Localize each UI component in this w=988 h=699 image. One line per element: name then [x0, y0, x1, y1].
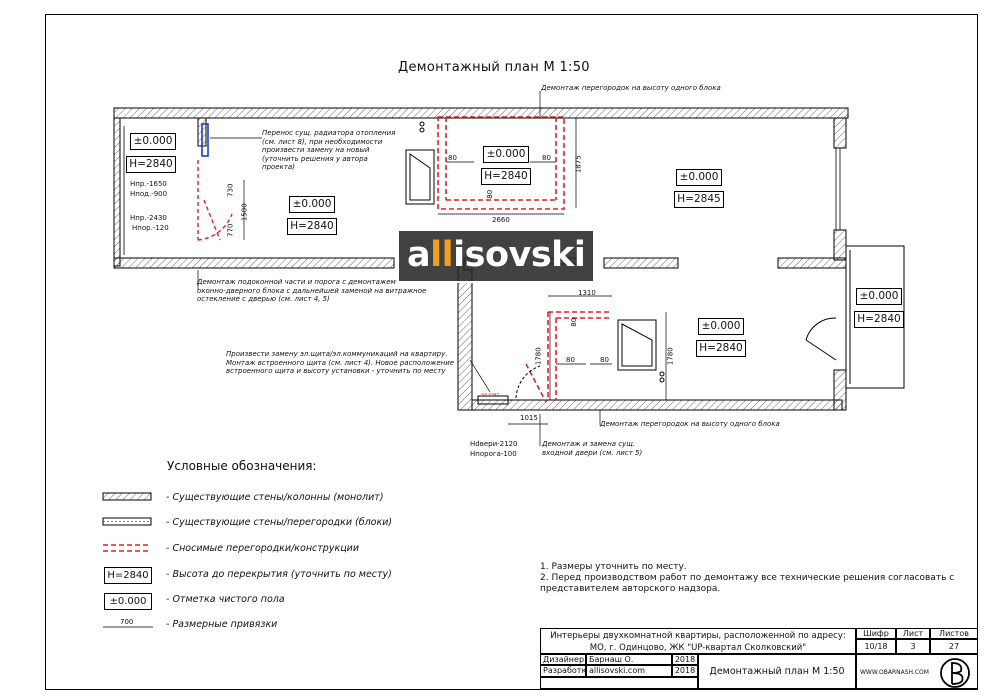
dimension-label: 80: [486, 189, 495, 199]
watermark-logo: allisovski: [397, 229, 595, 283]
legend-height-sample: H=2840: [104, 567, 152, 584]
window-mark: Нпр.-2430: [130, 214, 167, 222]
tb-empty-row: [540, 677, 698, 689]
sheet-label: Лист: [896, 628, 930, 639]
brand-cell: WWW.OBARNASH.COM: [856, 654, 978, 689]
demolish-sill: [197, 160, 233, 241]
demolish-partition-bottom: [525, 311, 612, 403]
dimension-label: 1310: [578, 289, 596, 297]
dev-year: 2018: [672, 665, 698, 677]
dimension-label: 1780: [534, 347, 543, 366]
height-badge: H=2840: [287, 218, 337, 235]
dev-name: allisovski.com: [586, 665, 672, 677]
dimension-label: 770: [226, 223, 235, 237]
legend-item: - Размерные привязки: [166, 619, 278, 630]
legend-item: - Существующие стены/колонны (монолит): [166, 492, 384, 503]
designer-label: Дизайнер: [540, 654, 586, 665]
level-badge: ±0.000: [130, 133, 176, 150]
sill-note: Демонтаж подоконной части и порога с дем…: [197, 278, 427, 303]
legend-dim-sample: 700: [120, 618, 134, 626]
legend-swatches: [102, 492, 153, 628]
level-badge: ±0.000: [676, 169, 722, 186]
level-badge: ±0.000: [289, 196, 335, 213]
shield-tag: эл.щит: [481, 392, 500, 398]
dimension-label: 80: [542, 154, 551, 162]
designer-year: 2018: [672, 654, 698, 665]
door-mark: Нdвери-2120: [470, 440, 518, 448]
height-badge: H=2840: [696, 340, 746, 357]
dimension-label: 1875: [574, 155, 583, 174]
legend-level-sample: ±0.000: [104, 593, 152, 610]
sheets-value: 27: [930, 639, 978, 654]
height-badge: H=2840: [854, 311, 904, 328]
demolish-partition-top: [437, 116, 565, 210]
sheet-value: 3: [896, 639, 930, 654]
drawing-title: Демонтажный план М 1:50: [398, 60, 590, 75]
project-line1: Интерьеры двухкомнатной квартиры, распол…: [550, 631, 846, 641]
window-mark: Нпр.-1650: [130, 180, 167, 188]
level-badge: ±0.000: [698, 318, 744, 335]
dimension-label: 80: [570, 317, 579, 327]
dimension-label: 80: [448, 154, 457, 162]
partition-note-bottom: Демонтаж перегородок на высоту одного бл…: [600, 420, 780, 428]
legend-title: Условные обозначения:: [167, 459, 317, 473]
height-badge: H=2840: [126, 156, 176, 173]
sheet-title: Демонтажный план М 1:50: [698, 654, 856, 689]
door-note: Демонтаж и замена сущ. входной двери (см…: [542, 440, 643, 457]
website: WWW.OBARNASH.COM: [860, 669, 929, 676]
legend-item: - Высота до перекрытия (уточнить по мест…: [166, 569, 392, 580]
level-badge: ±0.000: [483, 146, 529, 163]
designer-name: Барнаш О.: [586, 654, 672, 665]
dimension-label: 80: [600, 356, 609, 364]
window-mark: Нпор.-120: [132, 224, 169, 232]
dimension-label: 1500: [240, 203, 249, 222]
dimension-label: 1015: [520, 414, 538, 422]
sheets-label: Листов: [930, 628, 978, 639]
existing-walls: [113, 107, 849, 411]
window-mark: Нпод.-900: [130, 190, 168, 198]
dimension-label: 1780: [666, 347, 675, 366]
dimension-label: 2660: [492, 216, 510, 224]
radiator-icon: [201, 123, 209, 157]
notes: 1. Размеры уточнить по месту. 2. Перед п…: [540, 562, 955, 594]
dimension-label: 730: [226, 183, 235, 197]
code-value: 10/18: [856, 639, 896, 654]
legend-item: - Отметка чистого пола: [166, 594, 285, 605]
legend-item: - Сносимые перегородки/конструкции: [166, 543, 360, 554]
height-badge: H=2845: [674, 191, 724, 208]
project-line2: МО, г. Одинцово, ЖК "UP-квартал Сколковс…: [589, 643, 807, 653]
radiator-note: Перенос сущ. радиатора отопления (см. ли…: [262, 129, 396, 171]
level-badge: ±0.000: [856, 288, 902, 305]
legend-item: - Существующие стены/перегородки (блоки): [166, 517, 393, 528]
dimension-label: 80: [566, 356, 575, 364]
door-mark: Нпорога-100: [470, 450, 517, 458]
dev-label: Разработка: [540, 665, 586, 677]
brand-logo-icon: [940, 658, 970, 688]
shield-note: Произвести замену эл.щита/эл.коммуникаци…: [226, 350, 455, 375]
drawing-frame: [45, 14, 978, 690]
height-badge: H=2840: [481, 168, 531, 185]
code-label: Шифр: [856, 628, 896, 639]
partition-note-top: Демонтаж перегородок на высоту одного бл…: [541, 84, 721, 92]
